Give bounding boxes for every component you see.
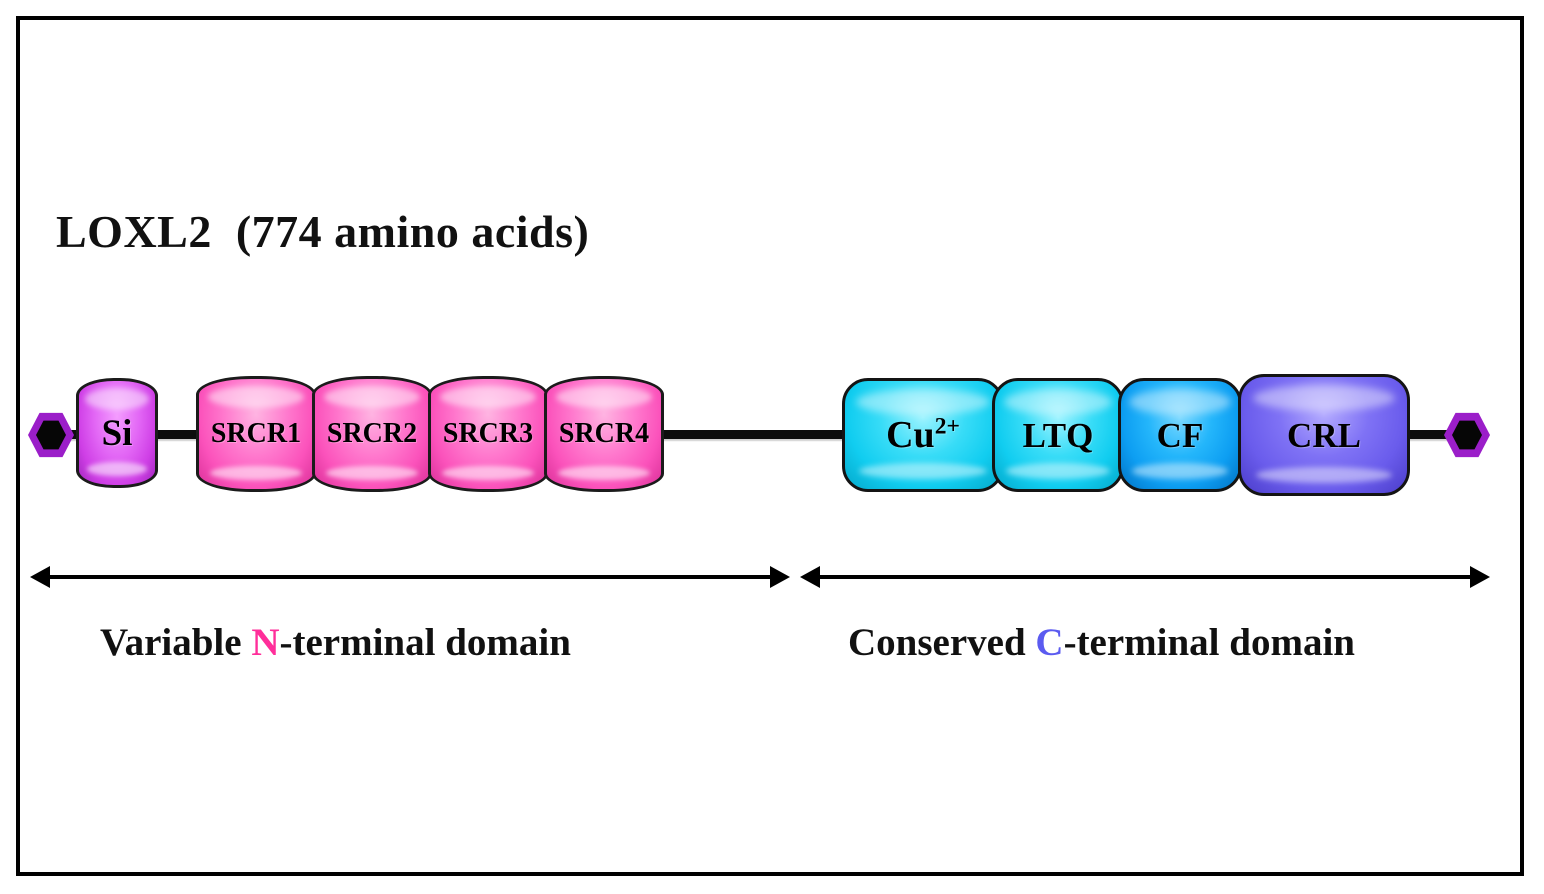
backbone-segment-si-to-srcr1 xyxy=(150,430,212,439)
arrow-shaft xyxy=(818,575,1472,579)
figure-title: LOXL2 (774 amino acids) xyxy=(56,206,590,257)
domain-srcr2-label: SRCR2 xyxy=(326,418,418,449)
n-terminal-extent-arrow xyxy=(30,563,790,591)
c-terminal-caption-suffix: -terminal domain xyxy=(1063,621,1355,664)
arrow-shaft xyxy=(48,575,772,579)
backbone-segment-n-cap-to-si xyxy=(58,430,90,439)
domain-copper-binding-label: Cu2+ xyxy=(886,413,960,456)
domain-srcr2[interactable]: SRCR2 xyxy=(312,376,432,492)
c-terminal-domain-caption: Conserved C-terminal domain xyxy=(848,620,1355,665)
arrow-head-left-icon xyxy=(30,566,50,588)
n-terminal-caption-prefix: Variable xyxy=(100,621,252,664)
domain-copper-binding-text: Cu xyxy=(886,414,935,456)
domain-srcr4-label: SRCR4 xyxy=(558,418,650,449)
domain-srcr4[interactable]: SRCR4 xyxy=(544,376,664,492)
domain-copper-binding[interactable]: Cu2+ xyxy=(842,378,1004,492)
backbone-linker-srcr4-to-cu xyxy=(655,430,855,439)
c-terminal-caption-accent: C xyxy=(1035,621,1064,664)
domain-crl-label: CRL xyxy=(1287,415,1361,455)
domain-si[interactable]: Si xyxy=(76,378,158,488)
domain-crl[interactable]: CRL xyxy=(1238,374,1410,496)
n-terminal-caption-accent: N xyxy=(251,621,280,664)
domain-srcr3[interactable]: SRCR3 xyxy=(428,376,548,492)
n-terminal-caption-suffix: -terminal domain xyxy=(279,621,571,664)
domain-ltq[interactable]: LTQ xyxy=(992,378,1124,492)
domain-si-label: Si xyxy=(101,412,133,454)
arrow-head-left-icon xyxy=(800,566,820,588)
domain-srcr3-label: SRCR3 xyxy=(442,418,534,449)
domain-srcr1[interactable]: SRCR1 xyxy=(196,376,316,492)
arrow-head-right-icon xyxy=(1470,566,1490,588)
domain-cf[interactable]: CF xyxy=(1118,378,1242,492)
c-terminal-caption-prefix: Conserved xyxy=(848,621,1036,664)
domain-srcr1-label: SRCR1 xyxy=(210,418,302,449)
arrow-head-right-icon xyxy=(770,566,790,588)
domain-ltq-label: LTQ xyxy=(1022,415,1094,455)
domain-copper-binding-charge: 2+ xyxy=(934,413,960,440)
n-terminal-domain-caption: Variable N-terminal domain xyxy=(100,620,571,665)
domain-cf-label: CF xyxy=(1156,415,1204,455)
backbone-segment-crl-to-c-cap xyxy=(1400,430,1450,439)
c-terminal-extent-arrow xyxy=(800,563,1490,591)
